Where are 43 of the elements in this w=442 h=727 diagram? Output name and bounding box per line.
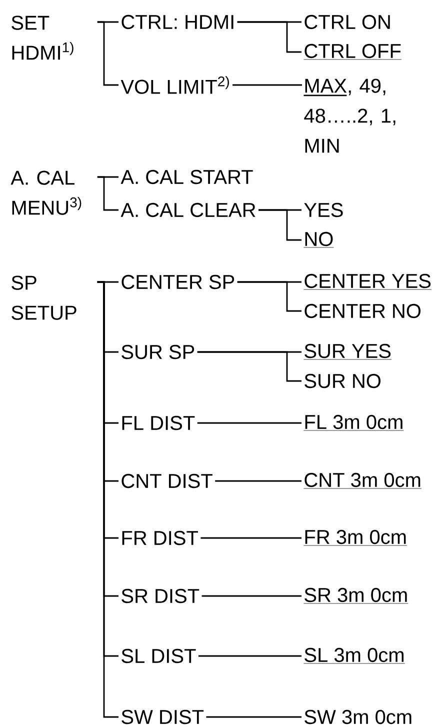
connector-line (258, 209, 302, 241)
menu-item: SET HDMI$^{1)}$ (12, 16, 74, 60)
connector-line (237, 21, 302, 53)
menu-item: CENTER NO (304, 304, 420, 318)
connector-line (197, 422, 302, 424)
menu-item: CTRL ON (304, 14, 390, 30)
menu-item: CNT DIST (122, 474, 212, 488)
menu-item: CENTER YES (304, 274, 432, 290)
menu-item: MAX, 49, 48…..2, 1, MIN (304, 78, 396, 153)
connector-line (215, 480, 302, 482)
menu-item: SUR NO (304, 374, 380, 388)
menu-item: CTRL: HDMI (122, 14, 234, 30)
menu-item: SR DIST (122, 588, 200, 604)
menu-item: SUR SP (122, 344, 194, 360)
menu-item: SW 3m 0cm (304, 710, 412, 724)
connector-line (197, 351, 302, 382)
connector-line (206, 716, 302, 718)
connector-line (202, 595, 302, 597)
menu-item: FL 3m 0cm (304, 414, 404, 431)
menu-item: A. CAL MENU$^{3)}$ (10, 170, 82, 215)
connector-line (237, 281, 302, 312)
menu-item: VOL LIMIT$^{2)}$ (120, 76, 229, 94)
menu-item: SL 3m 0cm (304, 648, 406, 664)
menu-item: A. CAL CLEAR (120, 202, 256, 218)
connector-line (97, 21, 118, 86)
menu-item: FR DIST (122, 530, 198, 546)
menu-item: FL DIST (122, 416, 195, 430)
menu-item: A. CAL START (120, 170, 253, 184)
connector-line (198, 655, 302, 657)
menu-item: SR 3m 0cm (304, 588, 408, 604)
menu-item: FR 3m 0cm (304, 530, 408, 546)
connector-line (200, 537, 302, 539)
menu-item: YES (304, 202, 343, 218)
menu-item: SP SETUP (12, 276, 76, 320)
menu-item: CENTER SP (122, 274, 234, 290)
menu-item: SUR YES (304, 344, 392, 360)
menu-item: SW DIST (122, 710, 204, 724)
connector-line (232, 84, 302, 86)
connector-line (97, 176, 118, 211)
menu-item: CTRL OFF (304, 44, 402, 60)
menu-item: NO (304, 232, 334, 248)
menu-item: CNT 3m 0cm (304, 472, 422, 489)
menu-item: SL DIST (122, 648, 196, 664)
